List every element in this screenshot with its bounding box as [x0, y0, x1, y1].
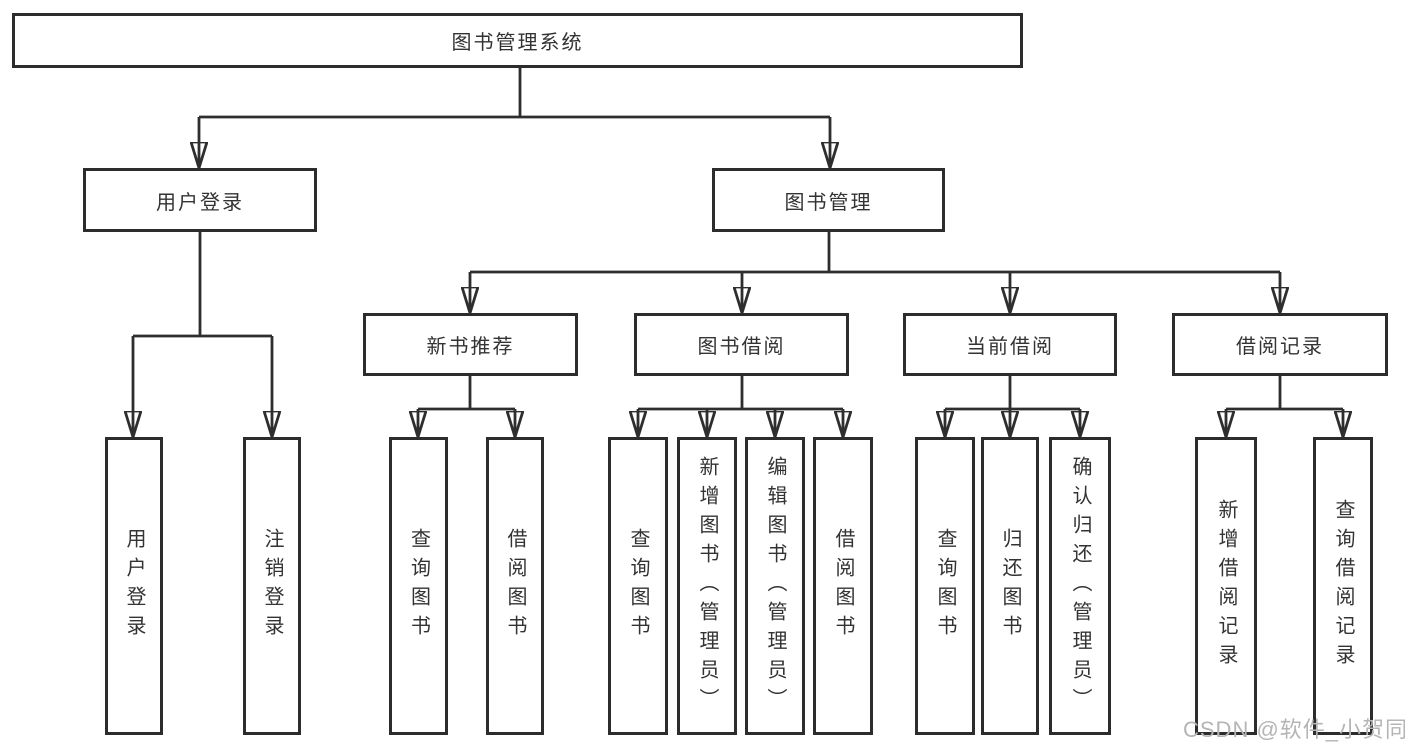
- leaf-edit-books-admin-label: 编辑图书（管理员）: [764, 455, 786, 717]
- edges-borrow-records-branch: [1226, 376, 1343, 435]
- leaf-return-books: 归还图书: [981, 437, 1039, 735]
- leaf-logout-label: 注销登录: [261, 528, 283, 644]
- edges-book-management-branch: [470, 232, 1280, 311]
- leaf-user-login-label: 用户登录: [123, 528, 145, 644]
- leaf-add-books-admin: 新增图书（管理员）: [677, 437, 737, 735]
- leaf-logout: 注销登录: [243, 437, 301, 735]
- edges-root-to-level2: [199, 68, 830, 166]
- node-book-borrow-label: 图书借阅: [697, 336, 786, 358]
- leaf-borrow-books: 借阅图书: [813, 437, 873, 735]
- leaf-confirm-return-admin-label: 确认归还（管理员）: [1069, 455, 1091, 717]
- node-borrow-records: 借阅记录: [1172, 313, 1388, 376]
- leaf-borrow-query-books: 查询图书: [608, 437, 668, 735]
- node-user-login-label: 用户登录: [156, 191, 244, 214]
- leaf-recommend-borrow-books: 借阅图书: [486, 437, 544, 735]
- leaf-borrow-query-books-label: 查询图书: [627, 528, 649, 644]
- leaf-add-borrow-record-label: 新增借阅记录: [1215, 499, 1237, 673]
- node-borrow-records-label: 借阅记录: [1236, 336, 1324, 358]
- node-root-label: 图书管理系统: [451, 32, 584, 54]
- node-book-management: 图书管理: [712, 168, 945, 232]
- node-current-borrow-label: 当前借阅: [966, 336, 1054, 358]
- leaf-recommend-query-books-label: 查询图书: [407, 528, 430, 644]
- leaf-return-books-label: 归还图书: [999, 528, 1021, 644]
- leaf-user-login: 用户登录: [105, 437, 163, 735]
- leaf-confirm-return-admin: 确认归还（管理员）: [1049, 437, 1111, 735]
- leaf-recommend-borrow-books-label: 借阅图书: [504, 528, 526, 644]
- node-book-borrow: 图书借阅: [634, 313, 849, 376]
- leaf-query-borrow-record: 查询借阅记录: [1313, 437, 1373, 735]
- leaf-recommend-query-books: 查询图书: [389, 437, 448, 735]
- edges-current-borrow-branch: [945, 376, 1080, 435]
- node-book-management-label: 图书管理: [784, 191, 873, 214]
- leaf-edit-books-admin: 编辑图书（管理员）: [745, 437, 805, 735]
- node-root-system: 图书管理系统: [12, 13, 1023, 68]
- leaf-current-query-books: 查询图书: [915, 437, 975, 735]
- leaf-add-borrow-record: 新增借阅记录: [1195, 437, 1257, 735]
- edges-book-borrow-branch: [638, 376, 843, 435]
- leaf-current-query-books-label: 查询图书: [934, 528, 956, 644]
- leaf-borrow-books-label: 借阅图书: [832, 528, 854, 644]
- leaf-query-borrow-record-label: 查询借阅记录: [1332, 499, 1354, 673]
- edges-user-login-branch: [133, 232, 272, 435]
- leaf-add-books-admin-label: 新增图书（管理员）: [696, 455, 718, 717]
- node-user-login: 用户登录: [83, 168, 317, 232]
- node-current-borrow: 当前借阅: [903, 313, 1117, 376]
- node-new-book-recommend: 新书推荐: [363, 313, 578, 376]
- node-new-book-recommend-label: 新书推荐: [426, 336, 515, 358]
- csdn-watermark: CSDN @软件_小贺同学: [1183, 717, 1405, 742]
- edges-new-book-branch: [418, 376, 515, 435]
